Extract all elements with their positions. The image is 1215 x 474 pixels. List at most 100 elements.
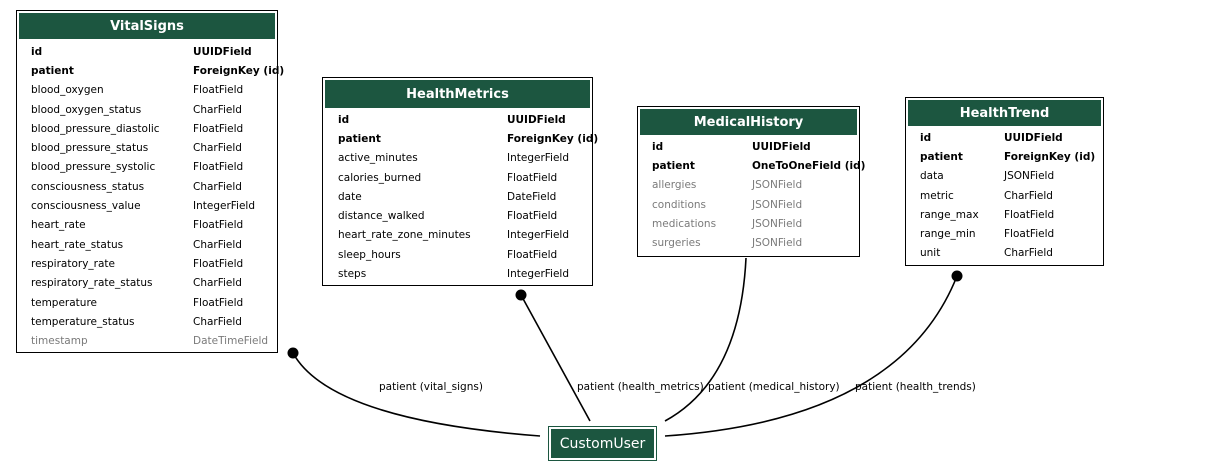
field-type: CharField — [193, 277, 242, 290]
field-row: distance_walked FloatField — [338, 206, 592, 225]
edge-label-health-metrics: patient (health_metrics) — [577, 381, 704, 393]
edge-label-medical-history: patient (medical_history) — [708, 381, 840, 393]
field-type: CharField — [193, 103, 242, 116]
entity-custom-user[interactable]: CustomUser — [548, 426, 657, 461]
field-name: calories_burned — [338, 171, 422, 184]
field-row: consciousness_value IntegerField — [31, 196, 277, 215]
field-row: timestamp DateTimeField — [31, 331, 277, 350]
field-name: id — [338, 113, 350, 126]
field-row: unit CharField — [920, 244, 1103, 263]
field-type: IntegerField — [507, 268, 570, 281]
field-row: blood_pressure_diastolic FloatField — [31, 119, 277, 138]
field-type: IntegerField — [507, 229, 570, 242]
field-type: OneToOneField (id) — [752, 159, 866, 172]
field-type: ForeignKey (id) — [193, 64, 285, 77]
field-type: JSONField — [752, 179, 803, 192]
field-type: FloatField — [507, 248, 558, 261]
field-type: UUIDField — [1004, 131, 1063, 144]
field-row: patient OneToOneField (id) — [652, 156, 865, 175]
field-name: respiratory_rate — [31, 257, 115, 270]
field-row: heart_rate FloatField — [31, 216, 277, 235]
field-type: DateTimeField — [193, 335, 269, 348]
field-type: FloatField — [507, 171, 558, 184]
field-type: CharField — [193, 142, 242, 155]
edge-vital-signs — [292, 352, 541, 437]
field-type: FloatField — [193, 122, 244, 135]
field-name: sleep_hours — [338, 248, 401, 261]
field-row: surgeries JSONField — [652, 233, 859, 252]
field-type: ForeignKey (id) — [507, 132, 599, 145]
field-type: FloatField — [193, 219, 244, 232]
field-type: CharField — [193, 180, 242, 193]
field-name: heart_rate_zone_minutes — [338, 229, 471, 242]
field-name: blood_oxygen_status — [31, 103, 142, 116]
field-type: JSONField — [1004, 170, 1055, 183]
field-type: FloatField — [507, 210, 558, 223]
field-row: calories_burned FloatField — [338, 168, 592, 187]
field-type: IntegerField — [193, 200, 256, 213]
field-type: ForeignKey (id) — [1004, 150, 1096, 163]
field-row: range_max FloatField — [920, 205, 1103, 224]
field-name: heart_rate — [31, 219, 86, 232]
field-name: blood_oxygen — [31, 84, 104, 97]
field-type: DateField — [507, 190, 557, 203]
field-name: id — [920, 131, 932, 144]
field-type: FloatField — [193, 296, 244, 309]
field-name: surgeries — [652, 237, 701, 250]
field-type: JSONField — [752, 237, 803, 250]
field-name: steps — [338, 268, 367, 281]
field-row: heart_rate_zone_minutes IntegerField — [338, 226, 592, 245]
edge-label-vital-signs: patient (vital_signs) — [379, 381, 483, 393]
field-name: range_min — [920, 228, 976, 241]
field-name: distance_walked — [338, 210, 425, 223]
field-name: blood_pressure_diastolic — [31, 122, 160, 135]
field-name: metric — [920, 189, 954, 202]
field-type: CharField — [1004, 247, 1053, 260]
edge-health-trend — [664, 275, 958, 437]
field-row: blood_oxygen_status CharField — [31, 100, 277, 119]
field-name: range_max — [920, 208, 979, 221]
field-row: id UUIDField — [920, 128, 1103, 147]
field-name: allergies — [652, 179, 697, 192]
field-row: steps IntegerField — [338, 264, 592, 283]
entity-title: HealthTrend — [906, 98, 1103, 128]
field-name: unit — [920, 247, 941, 260]
field-name: blood_pressure_status — [31, 142, 149, 155]
field-type: FloatField — [193, 161, 244, 174]
field-type: CharField — [193, 238, 242, 251]
field-name: patient — [652, 159, 695, 172]
field-type: FloatField — [1004, 208, 1055, 221]
field-name: active_minutes — [338, 152, 418, 165]
edge-vital-signs-dot — [287, 347, 299, 359]
field-name: timestamp — [31, 335, 88, 348]
entity-title: MedicalHistory — [638, 107, 859, 137]
field-type: UUIDField — [752, 140, 811, 153]
field-name: consciousness_value — [31, 200, 141, 213]
field-type: JSONField — [752, 198, 803, 211]
edge-medical-history — [664, 257, 747, 422]
field-row: blood_pressure_status CharField — [31, 138, 277, 157]
